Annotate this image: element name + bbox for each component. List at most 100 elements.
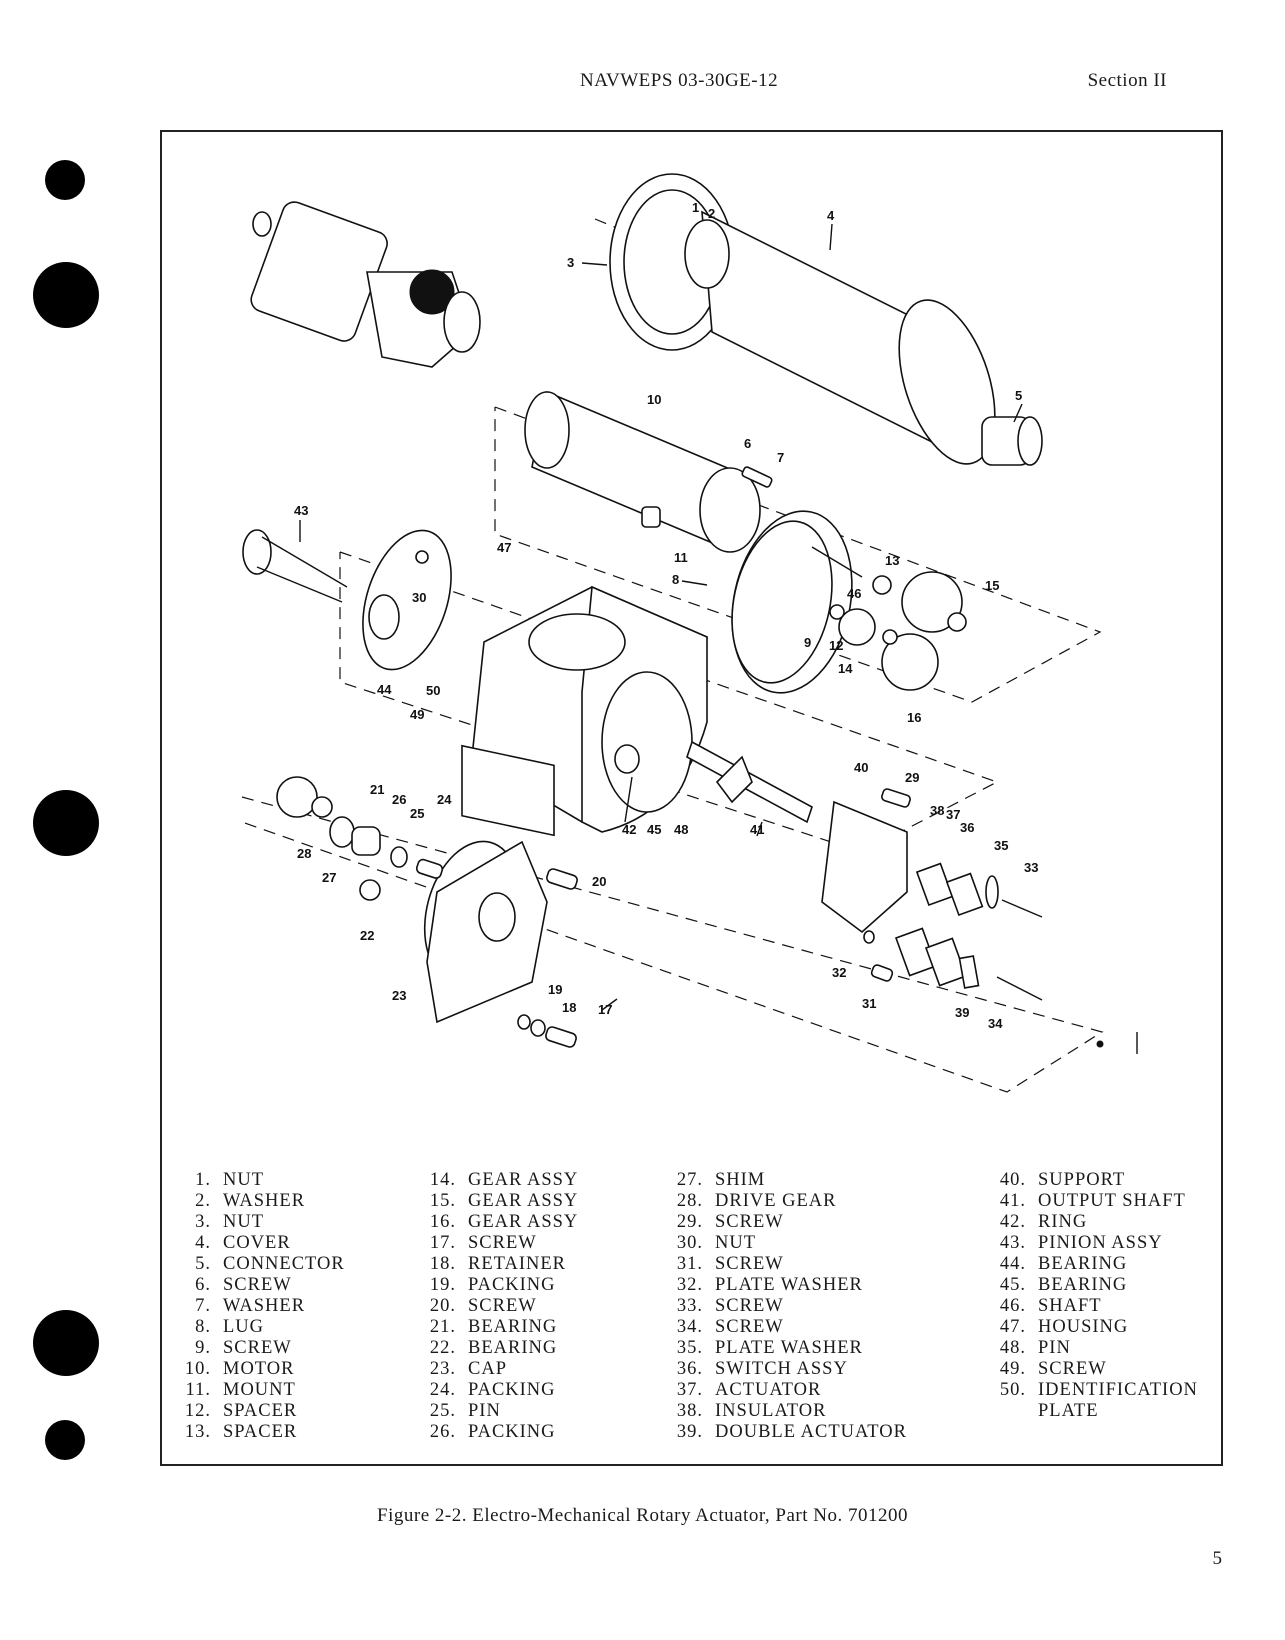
legend-item: 34.SCREW [676,1317,784,1337]
binder-hole [33,1310,99,1376]
callout: 28 [297,846,311,861]
callout: 38 [930,803,944,818]
callout: 35 [994,838,1008,853]
callout: 3 [567,255,574,270]
legend-item: 42.RING [999,1212,1088,1232]
legend-item: 46.SHAFT [999,1296,1102,1316]
legend-item: 32.PLATE WASHER [676,1275,863,1295]
exploded-view-drawing: 1 2 3 4 5 6 7 8 9 10 11 12 13 14 15 16 1… [241,173,1138,1093]
callout: 50 [426,683,440,698]
legend-item: 49.SCREW [999,1359,1107,1379]
legend-item: 33.SCREW [676,1296,784,1316]
legend-item: 30.NUT [676,1233,757,1253]
legend-item: 36.SWITCH ASSY [676,1359,848,1379]
figure-frame: 1 2 3 4 5 6 7 8 9 10 11 12 13 14 15 16 1… [160,130,1223,1466]
callout: 46 [847,586,861,601]
callout: 36 [960,820,974,835]
callout: 49 [410,707,424,722]
legend-item: 43.PINION ASSY [999,1233,1163,1253]
connector-part [981,416,1043,466]
legend-item: 23.CAP [429,1359,507,1379]
callout: 32 [832,965,846,980]
callout: 19 [548,982,562,997]
callout: 10 [647,392,661,407]
legend-item: 37.ACTUATOR [676,1380,822,1400]
callout: 24 [437,792,452,807]
legend-item: 16.GEAR ASSY [429,1212,579,1232]
callout: 26 [392,792,406,807]
legend-item: 31.SCREW [676,1254,784,1274]
drive-gear-group [276,776,408,901]
parts-legend: 1.NUT 2.WASHER 3.NUT 4.COVER 5.CONNECTOR… [175,1170,1215,1460]
legend-item: 20.SCREW [429,1296,537,1316]
legend-item: 10.MOTOR [184,1359,295,1379]
legend-item: 47.HOUSING [999,1317,1129,1337]
callout: 18 [562,1000,576,1015]
callout: 7 [777,450,784,465]
callout: 39 [955,1005,969,1020]
legend-item: 50.IDENTIFICATION [999,1380,1198,1400]
legend-item: 44.BEARING [999,1254,1128,1274]
callout: 45 [647,822,661,837]
figure-caption: Figure 2-2. Electro-Mechanical Rotary Ac… [377,1505,908,1526]
callout: 31 [862,996,876,1011]
legend-item: 39.DOUBLE ACTUATOR [676,1422,907,1442]
legend-item: 12.SPACER [184,1401,298,1421]
switch-assembly [821,788,1043,1001]
cap-assembly [415,840,578,1024]
section-label: Section II [1087,70,1167,91]
legend-item: 21.BEARING [429,1317,558,1337]
callout: 14 [838,661,853,676]
callout: 42 [622,822,636,837]
callout: 22 [360,928,374,943]
legend-item: 48.PIN [999,1338,1071,1358]
page-number: 5 [1212,1548,1223,1569]
callout: 9 [804,635,811,650]
legend-item: 5.CONNECTOR [195,1254,345,1274]
legend-item: 18.RETAINER [429,1254,566,1274]
callout: 15 [985,578,999,593]
callout: 34 [988,1016,1003,1031]
callout: 29 [905,770,919,785]
legend-item: 22.BEARING [429,1338,558,1358]
callout: 48 [674,822,688,837]
legend-item: PLATE [1038,1401,1099,1421]
binder-hole [45,1420,85,1460]
callout: 12 [829,638,843,653]
legend-column-1: 1.NUT 2.WASHER 3.NUT 4.COVER 5.CONNECTOR… [175,1170,345,1443]
callout: 25 [410,806,424,821]
output-shaft-part [686,740,813,824]
legend-item: 41.OUTPUT SHAFT [999,1191,1186,1211]
legend-item: 7.WASHER [195,1296,306,1316]
legend-item: 1.NUT [195,1170,265,1190]
callout-labels: 1 2 3 4 5 6 7 8 9 10 11 12 13 14 15 16 1… [294,200,1038,1031]
callout: 30 [412,590,426,605]
legend-item: 13.SPACER [184,1422,298,1442]
legend-item: 3.NUT [195,1212,265,1232]
callout: 2 [708,206,715,221]
legend-item: 19.PACKING [429,1275,556,1295]
legend-item: 25.PIN [429,1401,501,1421]
legend-item: 45.BEARING [999,1275,1128,1295]
legend-item: 9.SCREW [195,1338,292,1358]
legend-item: 17.SCREW [429,1233,537,1253]
legend-item: 8.LUG [195,1317,265,1337]
callout: 8 [672,572,679,587]
mount-part [731,466,863,694]
legend-item: 24.PACKING [429,1380,556,1400]
cover-assembly [609,173,996,465]
callout: 16 [907,710,921,725]
binder-hole [33,262,99,328]
callout: 27 [322,870,336,885]
legend-column-4: 40.SUPPORT 41.OUTPUT SHAFT 42.RING 43.PI… [990,1170,1198,1422]
callout: 23 [392,988,406,1003]
legend-item: 38.INSULATOR [676,1401,827,1421]
callout: 6 [744,436,751,451]
binder-hole [45,160,85,200]
callout: 37 [946,807,960,822]
callout: 4 [827,208,835,223]
callout: 11 [674,550,688,565]
legend-column-3: 27.SHIM 28.DRIVE GEAR 29.SCREW 30.NUT 31… [667,1170,907,1443]
legend-item: 14.GEAR ASSY [429,1170,579,1190]
legend-item: 29.SCREW [676,1212,784,1232]
